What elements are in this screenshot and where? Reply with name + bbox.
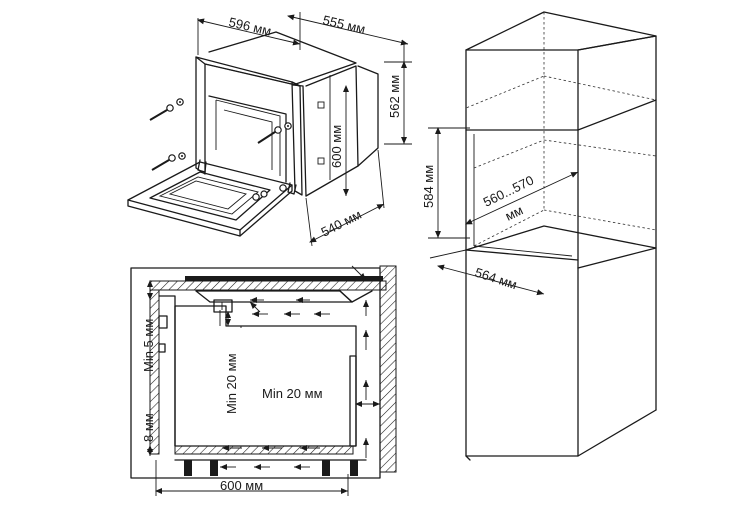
side-panel xyxy=(149,289,160,455)
section-oven-body xyxy=(174,305,357,447)
worktop xyxy=(149,280,387,291)
door-edge xyxy=(127,199,241,237)
screw-icon xyxy=(151,152,186,171)
control-knob xyxy=(158,315,168,329)
label-niche-depth: 564 мм xyxy=(473,265,519,293)
label-oven-width: 596 мм xyxy=(227,14,273,38)
dim-line-depth xyxy=(287,14,409,46)
handle-bar xyxy=(349,355,357,447)
label-cabinet-depth: 600 мм xyxy=(220,478,263,493)
label-gap-top: Min 5 мм xyxy=(141,319,156,372)
cabinet-leg xyxy=(210,460,218,476)
installation-section-view: Min 5 мм 8 мм Min 20 мм Min 20 мм 600 мм xyxy=(130,265,397,496)
fixing-point-lower xyxy=(317,157,325,165)
cabinet-perspective-view xyxy=(465,11,657,461)
label-gap-side: Min 20 мм xyxy=(262,386,323,401)
label-oven-height: 562 мм xyxy=(387,75,402,118)
frame-right xyxy=(291,81,303,196)
frame-top xyxy=(195,56,301,87)
back-wall xyxy=(379,265,397,473)
oven-perspective-view xyxy=(127,31,379,237)
cabinet-leg xyxy=(322,460,330,476)
hob-top xyxy=(185,276,383,281)
label-gap-back: Min 20 мм xyxy=(224,353,239,414)
upper-cabinet-front xyxy=(465,49,579,131)
label-front-height: 600 мм xyxy=(329,125,344,168)
label-niche-height: 584 мм xyxy=(421,165,436,208)
dim-line-niche-width xyxy=(465,171,579,225)
frame-left xyxy=(195,56,206,175)
label-niche-width-unit: мм xyxy=(503,202,526,223)
door-glass xyxy=(149,171,271,221)
dim-line-body-depth xyxy=(309,203,385,243)
dim-line-width xyxy=(197,18,301,46)
dim-line-niche-depth xyxy=(437,264,545,296)
screw-icon xyxy=(252,184,287,201)
cabinet-leg xyxy=(350,460,358,476)
fixing-point-upper xyxy=(317,101,325,109)
label-gap-bottom: 8 мм xyxy=(141,413,156,442)
label-body-depth: 540 мм xyxy=(319,207,364,240)
cavity-edge xyxy=(208,95,287,183)
label-oven-depth: 555 мм xyxy=(321,12,367,36)
airflow-arrows xyxy=(220,265,369,470)
hinge-right xyxy=(287,182,297,195)
oven-rear-box xyxy=(305,65,359,197)
bottom-shelf xyxy=(174,445,354,455)
niche-dimensions: 584 мм 560...570 мм 564 мм xyxy=(421,127,579,296)
lower-cabinet-front xyxy=(465,249,579,457)
hinge-left xyxy=(197,159,207,173)
cabinet-leg xyxy=(184,460,192,476)
oven-dimensions: 596 мм 555 мм 562 мм 600 мм 540 мм xyxy=(197,12,412,247)
screw-icon xyxy=(257,122,292,144)
screw-icon xyxy=(149,98,184,121)
